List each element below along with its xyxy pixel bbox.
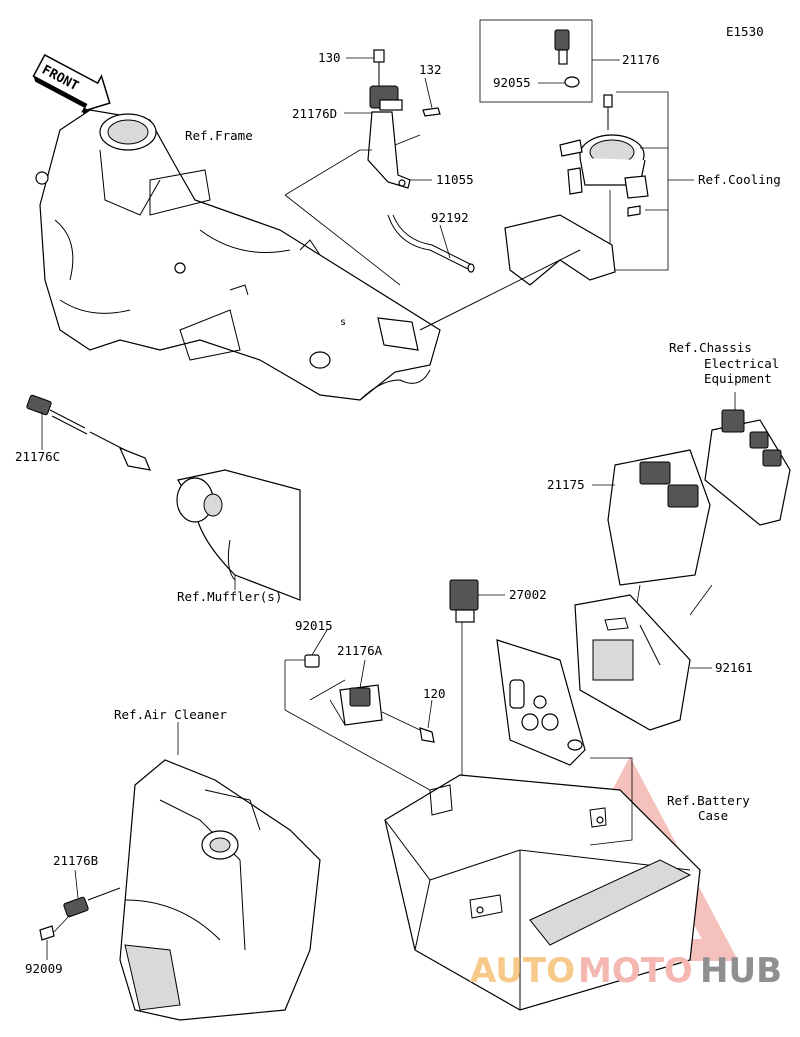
frame-bracket: [377, 317, 419, 351]
watermark-auto: AUTO: [470, 951, 575, 991]
thermostat-housing: [559, 94, 649, 217]
label-120: 120: [423, 686, 446, 701]
ecu-bracket-92161: [574, 594, 712, 731]
oxygen-sensor-group: [26, 394, 151, 471]
label-ref-battery-2: Case: [698, 808, 728, 823]
leader-bracket: [419, 249, 581, 331]
watermark-hub: HUB: [700, 951, 782, 991]
label-21176: 21176: [622, 52, 660, 67]
label-21176a: 21176A: [337, 643, 383, 658]
label-92055: 92055: [493, 75, 531, 90]
coolant-sensor-group: [479, 19, 620, 103]
leader-lines-top: [284, 57, 451, 286]
air-cleaner: [119, 722, 321, 1021]
frame-assembly: [35, 109, 441, 401]
ecu-unit-21175: [592, 449, 713, 616]
label-ref-frame: Ref.Frame: [185, 128, 253, 143]
watermark-moto: MOTO: [578, 951, 693, 991]
map-sensor-group: [367, 49, 475, 273]
label-21176c: 21176C: [15, 449, 60, 464]
label-132: 132: [419, 62, 442, 77]
label-ref-battery-1: Ref.Battery: [667, 793, 750, 808]
label-92009: 92009: [25, 961, 63, 976]
label-27002: 27002: [509, 587, 547, 602]
sensor-bracket: [504, 214, 616, 286]
diagram-code: E1530: [726, 24, 764, 39]
label-11055: 11055: [436, 172, 474, 187]
dot-mark: s: [340, 317, 346, 328]
intake-air-temp-sensor: [39, 869, 121, 960]
label-21175: 21175: [547, 477, 585, 492]
label-ref-chassis-1: Ref.Chassis: [669, 340, 752, 355]
label-92192: 92192: [431, 210, 469, 225]
label-ref-chassis-2: Electrical: [704, 356, 779, 371]
label-ref-cooling: Ref.Cooling: [698, 172, 781, 187]
muffler: [176, 469, 301, 601]
battery-leader: [589, 757, 633, 846]
watermark-text: AUTO MOTO HUB: [470, 951, 782, 991]
relay-27002: [449, 579, 505, 775]
label-92015: 92015: [295, 618, 333, 633]
battery-bracket-plate: [496, 639, 586, 766]
label-ref-air-cleaner: Ref.Air Cleaner: [114, 707, 227, 722]
tipover-sensor-group: [284, 629, 435, 791]
label-21176b: 21176B: [53, 853, 98, 868]
label-130: 130: [318, 50, 341, 65]
label-92161: 92161: [715, 660, 753, 675]
label-ref-mufflers: Ref.Muffler(s): [177, 589, 282, 604]
callout-labels: 130 132 21176D 11055 92192 21176 92055 R…: [15, 50, 781, 976]
ecu-connector-block: [704, 392, 791, 526]
label-ref-chassis-3: Equipment: [704, 371, 772, 386]
battery-case: [384, 774, 701, 1011]
label-21176d: 21176D: [292, 106, 337, 121]
